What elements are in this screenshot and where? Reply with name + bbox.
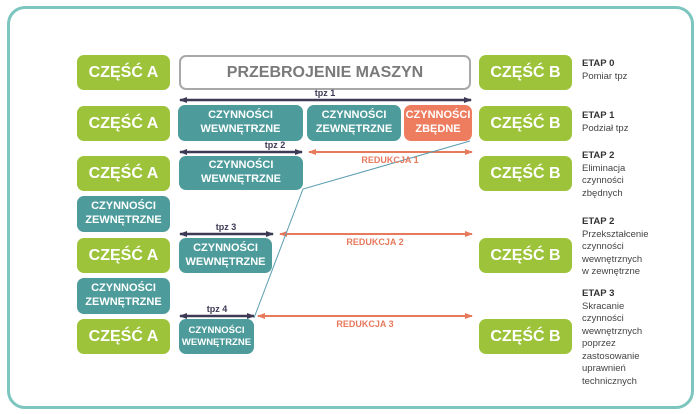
reduction3-label: REDUKCJA 3 [336, 319, 394, 329]
tpz3-label: tpz 3 [215, 222, 237, 232]
part-a-box: CZĘŚĆ A [77, 156, 170, 191]
stage-name: ETAP 0 [582, 58, 615, 69]
part-b-box: CZĘŚĆ B [479, 238, 572, 273]
stage-3: ETAP 3 Skracanie czynności wewnętrznych … [582, 288, 646, 388]
tpz2-label: tpz 2 [264, 140, 286, 150]
tpz4-label: tpz 4 [206, 304, 228, 314]
part-b-box: CZĘŚĆ B [479, 55, 572, 90]
stage-2-transformation: ETAP 2 Przekształcenie czynności wewnętr… [582, 216, 650, 279]
reduction1-label: REDUKCJA 1 [361, 155, 419, 165]
part-a-box: CZĘŚĆ A [77, 55, 170, 90]
stage-1: ETAP 1 Podział tpz [582, 110, 662, 135]
reduction2-label: REDUKCJA 2 [346, 237, 404, 247]
part-a-box: CZĘŚĆ A [77, 238, 170, 273]
internal-activities-box: CZYNNOŚCI WEWNĘTRZNE [178, 105, 303, 141]
internal-activities-box: CZYNNOŚCI WEWNĘTRZNE [179, 319, 254, 354]
external-activities-box: CZYNNOŚCI ZEWNĘTRZNE [77, 278, 170, 314]
external-activities-box: CZYNNOŚCI ZEWNĘTRZNE [77, 196, 170, 232]
unnecessary-activities-box: CZYNNOŚCI ZBĘDNE [404, 105, 472, 141]
part-b-box: CZĘŚĆ B [479, 156, 572, 191]
stage-description: Skracanie czynności wewnętrznych poprzez… [582, 300, 643, 387]
stage-description: Przekształcenie czynności wewnętrznych w… [582, 228, 649, 278]
part-b-box: CZĘŚĆ B [479, 319, 572, 354]
stage-description: Podział tpz [582, 122, 629, 134]
tpz1-label: tpz 1 [314, 88, 336, 98]
stage-name: ETAP 3 [582, 288, 615, 299]
external-activities-box: CZYNNOŚCI ZEWNĘTRZNE [307, 105, 401, 141]
stage-name: ETAP 2 [582, 216, 615, 227]
part-b-box: CZĘŚĆ B [479, 106, 572, 141]
diagram-frame [7, 6, 694, 409]
internal-activities-box: CZYNNOŚCI WEWNĘTRZNE [179, 156, 303, 190]
stage-description: Pomiar tpz [582, 70, 628, 82]
part-a-box: CZĘŚĆ A [77, 106, 170, 141]
stage-2-elimination: ETAP 2 Eliminacja czynności zbędnych [582, 150, 644, 200]
trend-line [253, 140, 471, 319]
stage-name: ETAP 2 [582, 150, 615, 161]
stage-name: ETAP 1 [582, 110, 615, 121]
stage-description: Eliminacja czynności zbędnych [582, 162, 626, 199]
stage-0: ETAP 0 Pomiar tpz [582, 58, 662, 83]
internal-activities-box: CZYNNOŚCI WEWNĘTRZNE [179, 238, 272, 273]
page-title: PRZEBROJENIE MASZYN [179, 55, 471, 90]
part-a-box: CZĘŚĆ A [77, 319, 170, 354]
